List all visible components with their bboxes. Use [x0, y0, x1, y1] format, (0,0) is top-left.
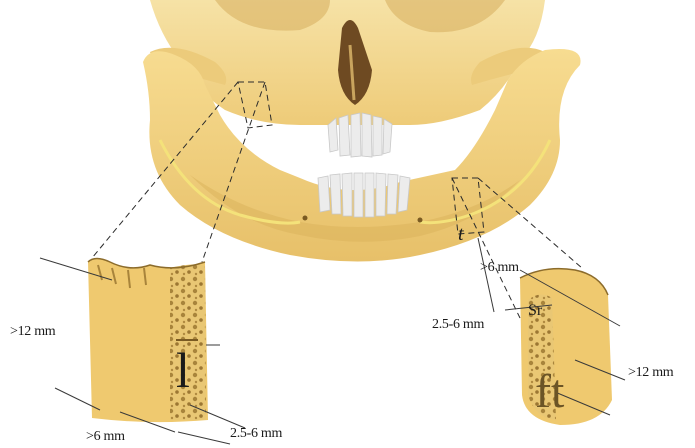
left-glyph: l	[176, 345, 190, 395]
right-glyph-big: ft	[535, 368, 564, 416]
jaw-glyph: t	[458, 224, 464, 244]
right-height-label: >12 mm	[628, 365, 673, 381]
left-height-label: >12 mm	[10, 324, 55, 340]
left-cortex-label: 2.5-6 mm	[230, 426, 282, 442]
right-glyph-small: Sr	[528, 303, 542, 319]
left-bone-cross-section	[88, 259, 208, 423]
left-width-label: >6 mm	[86, 429, 125, 445]
right-cortex-label: 2.5-6 mm	[432, 317, 484, 333]
right-width-label: >6 mm	[480, 260, 519, 276]
right-bone-cross-section	[520, 269, 612, 425]
